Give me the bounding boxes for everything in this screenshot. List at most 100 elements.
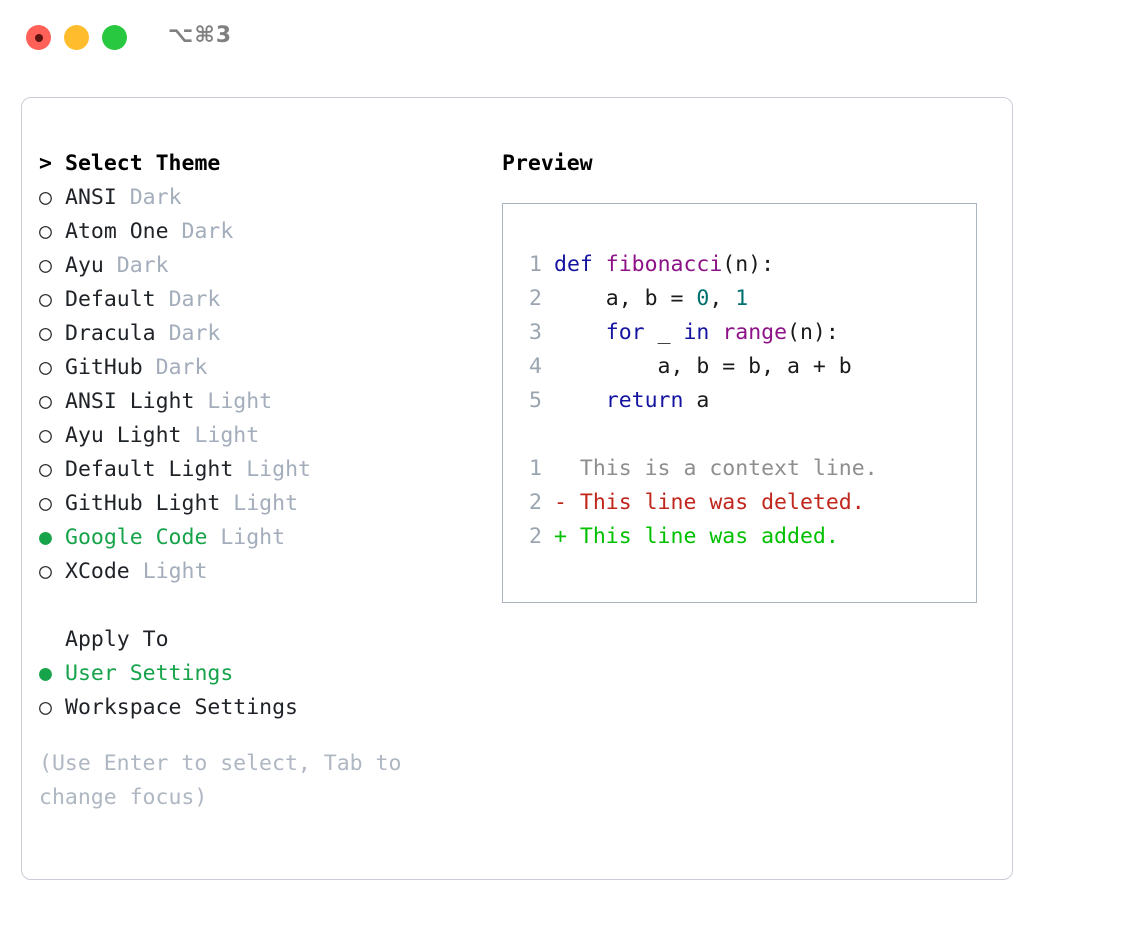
theme-list-item[interactable]: ○ Atom One Dark — [39, 215, 489, 249]
theme-list-item[interactable]: ○Default Dark — [39, 283, 489, 317]
code-token: def — [554, 252, 593, 277]
diff-marker — [554, 456, 580, 481]
theme-category: Dark — [168, 287, 221, 312]
radio-unselected-icon[interactable]: ○ — [39, 389, 52, 414]
theme-list-item[interactable]: ○ANSI Light Light — [39, 385, 489, 419]
radio-unselected-icon[interactable]: ○ — [39, 559, 52, 584]
radio-unselected-icon[interactable]: ○ — [39, 321, 52, 346]
apply-to-item[interactable]: ○ Workspace Settings — [39, 691, 489, 725]
line-number: 4 — [529, 354, 542, 379]
theme-list: ○ANSI Dark○Atom One Dark○Ayu Dark○Defaul… — [39, 181, 489, 589]
diff-line: 2+ This line was added. — [520, 520, 976, 554]
theme-category: Dark — [155, 355, 208, 380]
theme-name: GitHub — [65, 355, 143, 380]
theme-name-gap — [117, 185, 130, 210]
radio-unselected-icon[interactable]: ○ — [39, 423, 52, 448]
code-token: a — [683, 388, 710, 413]
diff-marker: + — [554, 524, 580, 549]
theme-name-gap — [156, 321, 169, 346]
theme-list-item[interactable]: ●Google Code Light — [39, 521, 489, 555]
code-token — [709, 320, 722, 345]
code-diff-gap — [520, 418, 976, 452]
code-token: a, b = b, a + b — [554, 354, 852, 379]
line-number: 1 — [529, 252, 542, 277]
theme-list-item[interactable]: ○ GitHub Dark — [39, 351, 489, 385]
radio-unselected-icon[interactable]: ○ — [39, 219, 52, 244]
diff-line: 1 This is a context line. — [520, 452, 976, 486]
diff-line: 2- This line was deleted. — [520, 486, 976, 520]
theme-list-item[interactable]: ○ GitHub Light Light — [39, 487, 489, 521]
code-token: a, b = — [554, 286, 697, 311]
maximize-button[interactable] — [102, 25, 127, 50]
apply-to-item[interactable]: ● User Settings — [39, 657, 489, 691]
theme-name-gap — [104, 253, 117, 278]
radio-unselected-icon[interactable]: ○ — [39, 253, 52, 278]
code-token: in — [683, 320, 710, 345]
theme-name-gap — [130, 559, 143, 584]
diff-sample: 1 This is a context line.2- This line wa… — [520, 452, 976, 554]
theme-name-gap — [194, 389, 207, 414]
code-token: (n): — [722, 252, 775, 277]
theme-name-gap — [143, 355, 156, 380]
apply-to-marker-icon — [39, 623, 65, 657]
theme-list-item[interactable]: ○Default Light Light — [39, 453, 489, 487]
theme-name-gap — [182, 423, 195, 448]
diff-text: This line was deleted. — [579, 490, 865, 515]
code-token — [554, 388, 606, 413]
theme-category: Light — [194, 423, 260, 448]
theme-category: Light — [142, 559, 208, 584]
theme-name: ANSI — [65, 185, 117, 210]
code-token: range — [722, 320, 788, 345]
window-title: ⌥⌘3 — [168, 23, 233, 48]
theme-category: Dark — [181, 219, 234, 244]
code-token: 0 — [696, 286, 710, 311]
theme-name: XCode — [65, 559, 130, 584]
title-bar: ⌥⌘3 — [0, 0, 1140, 78]
theme-name: Atom One — [65, 219, 169, 244]
theme-name: GitHub Light — [65, 491, 221, 516]
theme-name-gap — [169, 219, 182, 244]
theme-category: Light — [207, 389, 273, 414]
line-number: 2 — [529, 524, 542, 549]
theme-list-item[interactable]: ○ANSI Dark — [39, 181, 489, 215]
list-spacer — [39, 589, 489, 623]
theme-name: Ayu — [65, 253, 104, 278]
theme-name: Dracula — [65, 321, 156, 346]
select-theme-label: Select Theme — [65, 151, 221, 176]
minimize-button[interactable] — [64, 25, 89, 50]
theme-list-item[interactable]: ○ Ayu Light Light — [39, 419, 489, 453]
theme-list-item[interactable]: ○ Dracula Dark — [39, 317, 489, 351]
theme-category: Light — [233, 491, 299, 516]
apply-to-label: Apply To — [65, 627, 169, 652]
prompt-caret-icon: > — [39, 151, 52, 176]
theme-list-item[interactable]: ○ Ayu Dark — [39, 249, 489, 283]
code-line: 2 a, b = 0, 1 — [520, 282, 976, 316]
line-number: 2 — [529, 490, 542, 515]
theme-name: Ayu Light — [65, 423, 182, 448]
theme-name-gap — [220, 491, 233, 516]
apply-to-name: User Settings — [65, 661, 234, 686]
theme-name-gap — [156, 287, 169, 312]
radio-unselected-icon[interactable]: ○ — [39, 491, 52, 516]
radio-unselected-icon[interactable]: ○ — [39, 287, 52, 312]
code-line: 5 return a — [520, 384, 976, 418]
radio-selected-icon[interactable]: ● — [39, 525, 52, 550]
apply-to-name: Workspace Settings — [65, 695, 298, 720]
apply-to-header: Apply To — [39, 623, 489, 657]
close-button[interactable] — [26, 25, 51, 50]
theme-name-gap — [207, 525, 220, 550]
theme-list-item[interactable]: ○ XCode Light — [39, 555, 489, 589]
code-token: return — [605, 388, 684, 413]
radio-selected-icon[interactable]: ● — [39, 661, 52, 686]
radio-unselected-icon[interactable]: ○ — [39, 185, 52, 210]
theme-name: Google Code — [65, 525, 208, 550]
theme-category: Dark — [168, 321, 221, 346]
radio-unselected-icon[interactable]: ○ — [39, 695, 52, 720]
line-number: 3 — [529, 320, 542, 345]
theme-category: Dark — [116, 253, 169, 278]
radio-unselected-icon[interactable]: ○ — [39, 457, 52, 482]
code-token: , — [709, 286, 736, 311]
radio-unselected-icon[interactable]: ○ — [39, 355, 52, 380]
